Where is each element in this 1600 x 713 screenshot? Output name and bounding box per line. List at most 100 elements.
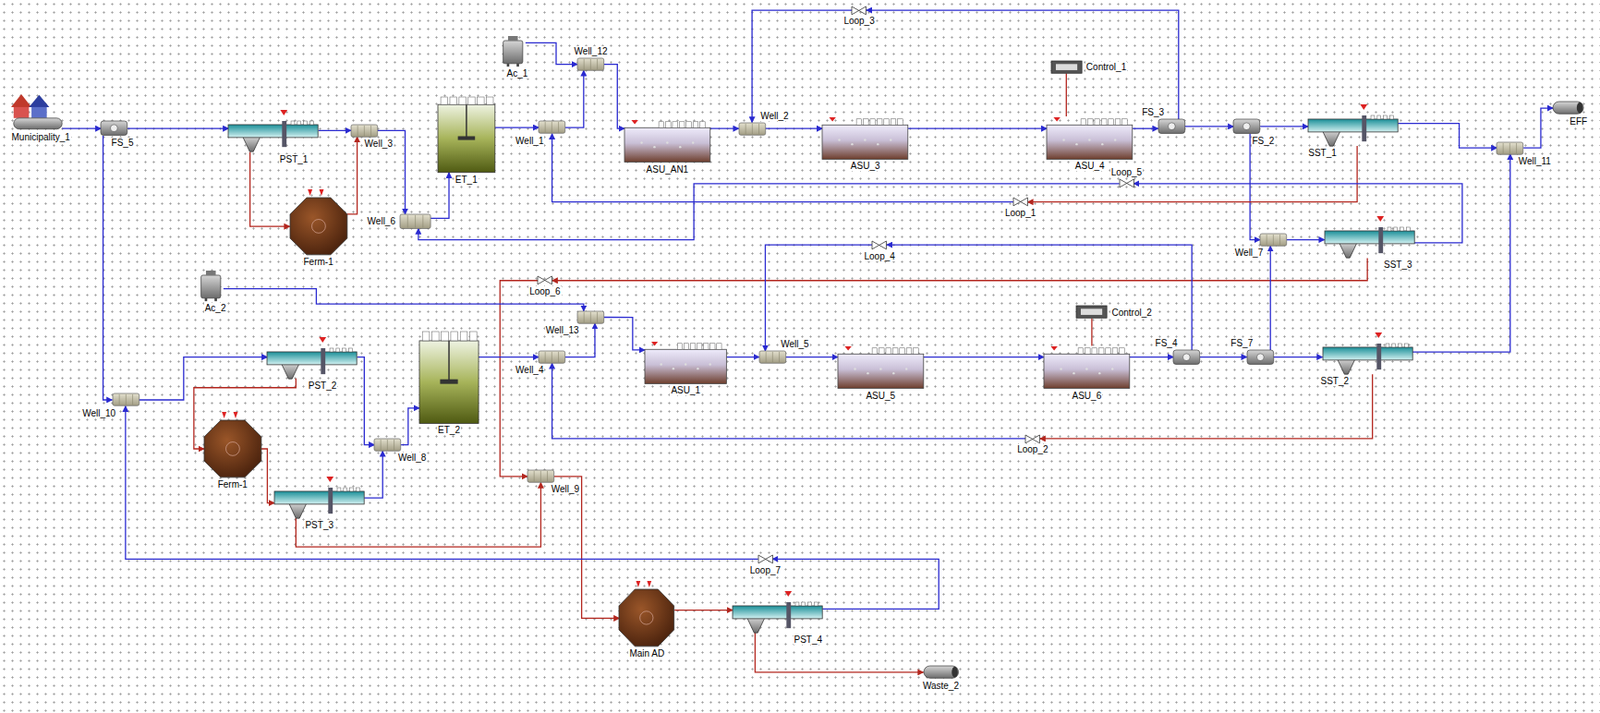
liquid-line (1184, 125, 1234, 127)
bioreactor-unit-part (672, 367, 675, 370)
chemical-dosing-unit-part (215, 298, 219, 302)
bioreactor-unit-part (1076, 143, 1079, 146)
unit-label: Ferm-1 (217, 479, 249, 490)
unit-label: Waste_2 (921, 680, 960, 691)
clarifier-unit-part (814, 602, 819, 607)
clarifier-unit-part (1385, 343, 1390, 348)
mixing-well-part (1272, 234, 1274, 245)
mixing-well-part (363, 125, 365, 136)
mixing-well-part (357, 125, 359, 136)
recycle-loop: Loop_3 (851, 6, 866, 15)
effluent-outlet: EFF (1552, 101, 1584, 114)
mixing-well-part (538, 351, 566, 364)
equalization-tank-part (437, 104, 496, 173)
effluent-outlet-part (951, 666, 958, 679)
mixing-well-part (772, 351, 774, 363)
sludge-line (347, 136, 358, 215)
mixing-well-part (400, 214, 431, 229)
clarifier-unit-part (266, 351, 357, 365)
liquid-line (1270, 245, 1272, 351)
clarifier-unit-part (337, 487, 341, 492)
clarifier-unit-part (310, 121, 315, 125)
bioreactor-unit-part (844, 346, 851, 352)
unit-label: Well_3 (363, 138, 394, 149)
equalization-tank-part (458, 135, 476, 140)
mixing-well-part (596, 312, 598, 323)
mixing-well: Well_1 (538, 121, 566, 134)
liquid-line (1200, 356, 1248, 358)
clarifier-unit-part (1399, 227, 1404, 231)
liquid-line (923, 356, 1044, 358)
mixing-well: Well_3 (351, 124, 378, 137)
clarifier-unit: PST_3 (274, 487, 364, 519)
unit-label: FS_4 (1154, 338, 1179, 349)
recycle-loop-part (758, 555, 773, 564)
equalization-tank: ET_1 (437, 96, 496, 173)
bioreactor-unit-part (853, 368, 856, 371)
unit-label: Ac_2 (204, 303, 228, 314)
mixing-well-part (545, 121, 546, 133)
clarifier-unit-part (1377, 115, 1382, 120)
unit-label: ET_2 (436, 424, 461, 436)
influent-source-part (13, 117, 62, 129)
unit-label: PST_2 (307, 380, 339, 391)
unit-label: Well_1 (514, 135, 545, 146)
mixing-well-part (577, 311, 605, 324)
clarifier-unit: PST_1 (228, 121, 318, 152)
liquid-line (1132, 128, 1159, 130)
clarifier-unit-part (289, 503, 307, 520)
flow-splitter: FS_2 (1233, 119, 1261, 134)
digester-unit-part (232, 412, 238, 419)
unit-label: Well_13 (545, 325, 581, 336)
equalization-tank-part (465, 104, 467, 139)
clarifier-unit-part (732, 606, 823, 619)
equalization-tank-icon (437, 96, 496, 173)
mixing-well-part (744, 123, 746, 134)
sludge-line (554, 476, 620, 619)
clarifier-unit-part (1374, 332, 1382, 339)
flow-splitter-part (1167, 122, 1176, 131)
liquid-line (1129, 356, 1175, 358)
mixing-well-part (422, 215, 424, 228)
influent-source-part (11, 94, 32, 108)
mixing-well: Well_12 (577, 58, 605, 71)
liquid-line (478, 356, 539, 358)
sludge-line (552, 257, 1369, 280)
unit-label: EFF (1568, 116, 1588, 127)
clarifier-unit-part (356, 487, 361, 492)
bioreactor-unit: ASU_5 (837, 345, 924, 388)
bioreactor-unit: ASU_6 (1043, 345, 1130, 388)
digester-unit: Ferm-1 (290, 197, 348, 255)
mixing-well-icon (577, 311, 605, 324)
mixing-well-icon (374, 438, 401, 451)
mixing-well-part (407, 215, 409, 228)
sludge-line (674, 609, 733, 611)
equalization-tank-part (440, 96, 448, 105)
mixing-well-part (118, 394, 120, 405)
chemical-dosing-unit-icon (198, 270, 224, 302)
mixing-well-part (551, 121, 553, 133)
bioreactor-unit-part (884, 119, 890, 125)
bioreactor-unit-part (1119, 348, 1126, 354)
liquid-line (1286, 239, 1325, 241)
clarifier-unit-part (342, 348, 347, 352)
effluent-outlet-part (1576, 102, 1584, 114)
bioreactor-unit-part (1072, 372, 1075, 375)
unit-label: Well_9 (550, 484, 581, 495)
mixing-well-part (387, 439, 388, 450)
digester-unit-icon (204, 420, 262, 478)
chemical-dosing-unit-part (507, 62, 510, 66)
clarifier-unit: SST_1 (1308, 115, 1398, 146)
bioreactor-unit-part (686, 121, 692, 128)
bioreactor-unit-part (716, 343, 722, 350)
mixing-well-part (577, 58, 605, 71)
liquid-line (751, 10, 852, 123)
liquid-line (764, 244, 873, 352)
recycle-loop-icon (872, 241, 886, 250)
unit-label: Well_2 (759, 110, 789, 122)
liquid-line (552, 363, 1027, 439)
unit-label: Loop_2 (1016, 444, 1049, 455)
liquid-line (127, 128, 229, 130)
liquid-line (1249, 133, 1261, 241)
bioreactor-unit-part (692, 121, 699, 128)
